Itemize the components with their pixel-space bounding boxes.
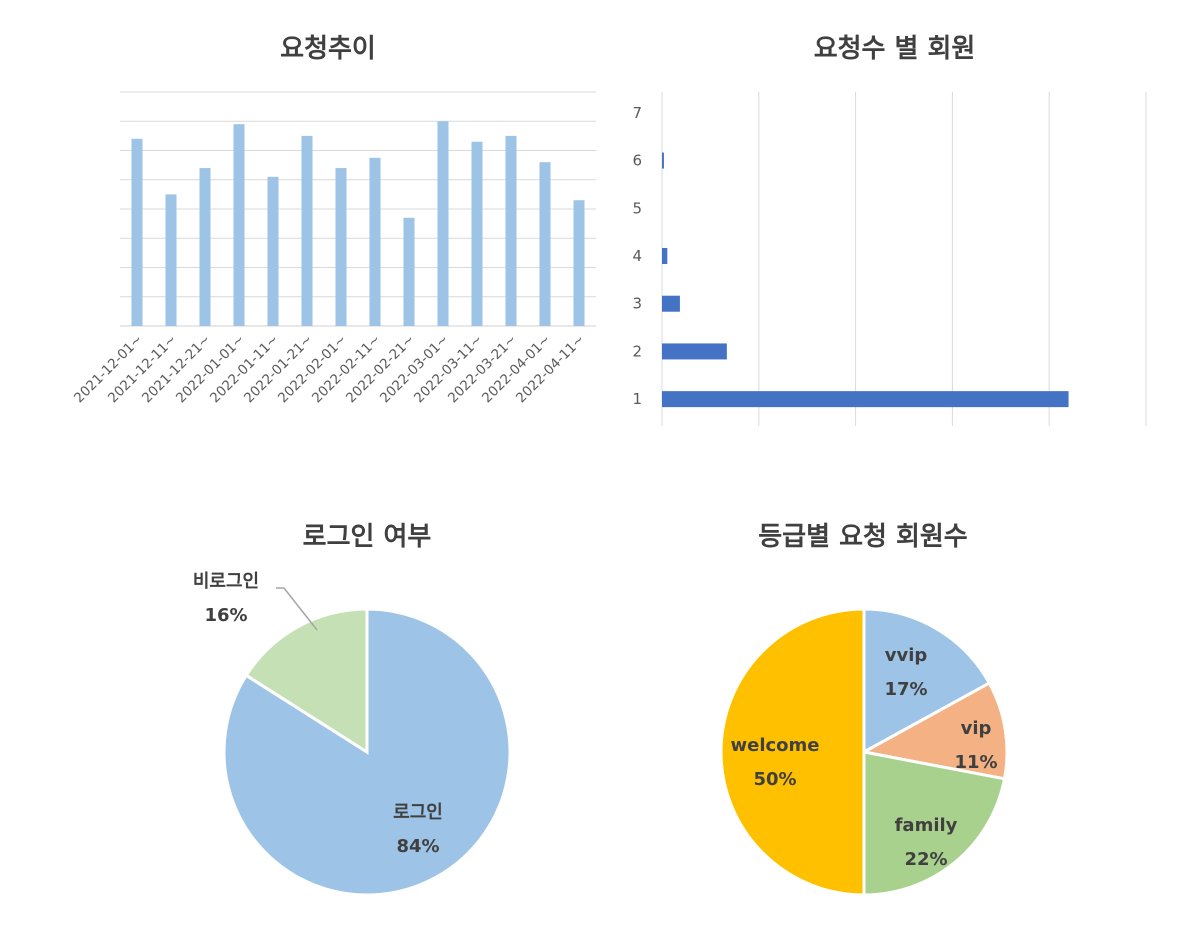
bar bbox=[369, 157, 381, 326]
slice-percent-label: 17% bbox=[884, 679, 927, 700]
y-tick-label: 7 bbox=[632, 104, 642, 122]
bar bbox=[131, 138, 143, 326]
bar bbox=[471, 141, 483, 326]
slice-percent-label: 22% bbox=[904, 849, 947, 870]
bar bbox=[662, 248, 668, 264]
grade-pie-chart: vvip 17% vip 11% family 22% welcome 50% bbox=[719, 607, 1009, 897]
slice-percent-label: 84% bbox=[396, 836, 439, 857]
bar bbox=[505, 135, 517, 326]
login-chart-panel: 로그인 여부 로그인 84% 비로그인 16% bbox=[0, 470, 600, 943]
pie-slice bbox=[244, 607, 369, 755]
bar bbox=[662, 152, 664, 169]
leader-line bbox=[276, 587, 318, 631]
slice-label: vvip bbox=[885, 645, 928, 666]
slice-percent-label: 11% bbox=[954, 752, 997, 773]
bar bbox=[233, 124, 245, 326]
grade-chart-title: 등급별 요청 회원수 bbox=[758, 522, 968, 552]
slice-label: vip bbox=[961, 718, 992, 739]
bar bbox=[539, 162, 551, 326]
bar bbox=[437, 121, 449, 326]
bar bbox=[662, 343, 727, 360]
slice-percent-label: 16% bbox=[204, 605, 247, 626]
y-tick-label: 2 bbox=[632, 342, 642, 360]
slice-label: welcome bbox=[730, 735, 819, 756]
pie-slice bbox=[862, 607, 992, 755]
bar bbox=[199, 168, 211, 326]
bar bbox=[335, 168, 347, 326]
pie-slice bbox=[862, 750, 1007, 897]
trend-chart-panel: 요청추이 2021-12-01~2021-12-11~2021-12-21~20… bbox=[0, 0, 600, 470]
grade-chart-panel: 등급별 요청 회원수 vvip 17% vip 11% family 22% welcome… bbox=[600, 470, 1189, 943]
per-member-chart-panel: 요청수 별 회원 1 2 3 4 5 6 7 bbox=[600, 0, 1189, 470]
pie-slice bbox=[859, 681, 1009, 781]
slice-label: 비로그인 bbox=[193, 571, 259, 592]
pie-slice bbox=[719, 607, 866, 897]
per-member-chart-title: 요청수 별 회원 bbox=[813, 34, 976, 64]
bar bbox=[662, 391, 1069, 408]
bar bbox=[301, 135, 313, 326]
trend-chart: 2021-12-01~2021-12-11~2021-12-21~2022-01… bbox=[71, 91, 596, 406]
bar bbox=[403, 217, 415, 326]
per-member-chart: 1 2 3 4 5 6 7 bbox=[632, 92, 1147, 426]
y-tick-label: 1 bbox=[632, 390, 642, 408]
y-tick-label: 3 bbox=[632, 295, 642, 313]
y-tick-label: 5 bbox=[632, 199, 642, 217]
bar bbox=[662, 295, 680, 312]
bar bbox=[165, 194, 177, 326]
y-tick-label: 4 bbox=[632, 247, 642, 265]
trend-chart-title: 요청추이 bbox=[280, 34, 376, 64]
slice-percent-label: 50% bbox=[753, 769, 796, 790]
login-pie-chart: 로그인 84% 비로그인 16% bbox=[193, 571, 512, 897]
bar bbox=[573, 200, 585, 326]
slice-label: 로그인 bbox=[393, 802, 443, 823]
bar bbox=[267, 176, 279, 326]
y-tick-label: 6 bbox=[632, 152, 642, 170]
login-chart-title: 로그인 여부 bbox=[302, 522, 432, 552]
slice-label: family bbox=[895, 815, 958, 836]
